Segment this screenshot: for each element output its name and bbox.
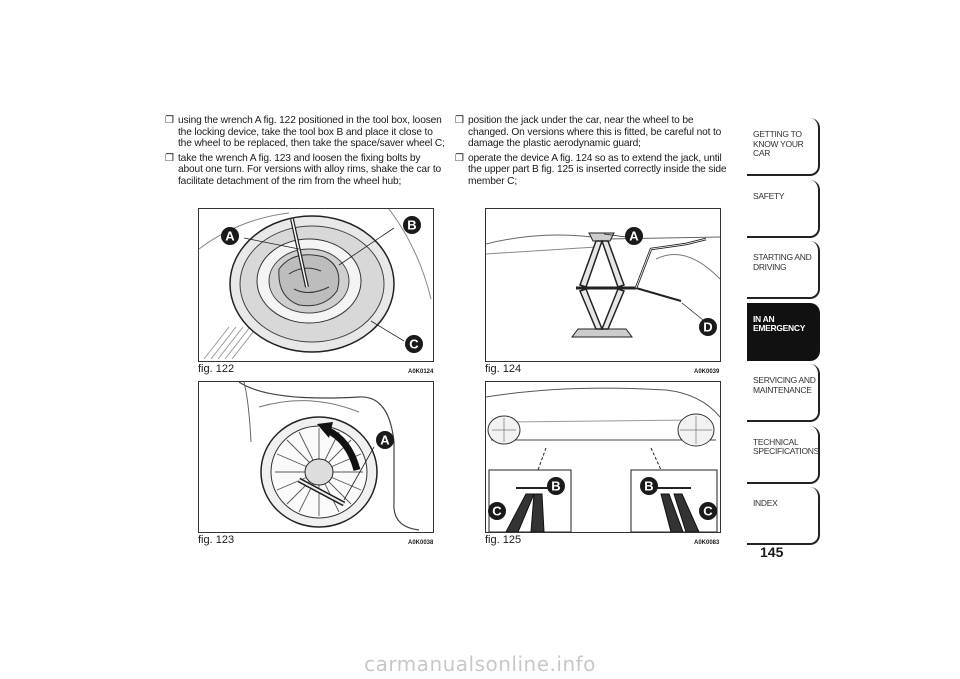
instruction-text: operate the device A fig. 124 so as to e… — [468, 152, 727, 187]
tab-label: SAFETY — [753, 190, 785, 201]
callout-a-marker — [625, 227, 643, 245]
figure-caption: fig. 122 — [198, 363, 235, 375]
callout-b-label: B — [407, 218, 416, 233]
left-instructions: ❐ using the wrench A fig. 122 positioned… — [165, 115, 445, 190]
callout-a-label: A — [629, 229, 639, 244]
figure-code: A0K0038 — [408, 540, 434, 546]
watermark: carmanualsonline.info — [364, 652, 596, 676]
callout-b-label: B — [644, 479, 653, 494]
tab-label: TECHNICAL SPECIFICATIONS — [753, 436, 820, 456]
instruction-bullet: ❐ operate the device A fig. 124 so as to… — [455, 153, 730, 188]
callout-c-label: C — [492, 504, 502, 519]
callout-c-label: C — [703, 504, 713, 519]
callout-c-marker — [699, 502, 717, 520]
callout-b-label: B — [551, 479, 560, 494]
callout-b-marker — [403, 216, 421, 234]
tab-label: INDEX — [753, 498, 778, 508]
tab-label: IN AN EMERGENCY — [753, 313, 806, 333]
checkbox-bullet-icon: ❐ — [455, 115, 464, 126]
chapter-tabs: GETTING TO KNOW YOUR CAR SAFETY STARTING… — [747, 118, 820, 549]
figure-124-jack: A D — [485, 208, 721, 362]
instruction-text: take the wrench A fig. 123 and loosen th… — [178, 152, 442, 187]
callout-a-label: A — [380, 433, 390, 448]
figure-code: A0K0039 — [694, 369, 720, 375]
instruction-bullet: ❐ using the wrench A fig. 122 positioned… — [165, 115, 445, 150]
figure-code: A0K0083 — [694, 540, 720, 546]
callout-c-label: C — [409, 337, 419, 352]
tab-technical-specifications[interactable]: TECHNICAL SPECIFICATIONS — [747, 425, 820, 484]
callout-b-marker — [547, 477, 565, 495]
tab-label: GETTING TO KNOW YOUR CAR — [753, 129, 804, 158]
tab-label: SERVICING AND MAINTENANCE — [753, 375, 816, 395]
callout-a-label: A — [225, 229, 235, 244]
right-instructions: ❐ position the jack under the car, near … — [455, 115, 730, 190]
tab-safety[interactable]: SAFETY — [747, 179, 820, 238]
tab-index[interactable]: INDEX — [747, 487, 820, 545]
figure-code: A0K0124 — [408, 369, 434, 375]
instruction-text: using the wrench A fig. 122 positioned i… — [178, 115, 445, 149]
tab-starting-and-driving[interactable]: STARTING AND DRIVING — [747, 241, 820, 299]
instruction-text: position the jack under the car, near th… — [468, 115, 722, 149]
figure-122-spare-wheel: A B C — [198, 208, 434, 362]
page-number: 145 — [760, 544, 784, 560]
callout-d-marker — [699, 318, 717, 336]
figure-caption: fig. 124 — [485, 363, 522, 375]
callout-c-marker — [488, 502, 506, 520]
instruction-bullet: ❐ position the jack under the car, near … — [455, 115, 730, 150]
figure-caption: fig. 123 — [198, 534, 235, 546]
instruction-bullet: ❐ take the wrench A fig. 123 and loosen … — [165, 153, 445, 188]
callout-a-marker — [376, 431, 394, 449]
checkbox-bullet-icon: ❐ — [165, 152, 174, 164]
figure-125-jack-points: B C B C — [485, 381, 721, 533]
figure-caption: fig. 125 — [485, 534, 522, 546]
tab-servicing-and-maintenance[interactable]: SERVICING AND MAINTENANCE — [747, 364, 820, 422]
tab-in-an-emergency[interactable]: IN AN EMERGENCY — [747, 302, 820, 361]
callout-c-marker — [405, 335, 423, 353]
checkbox-bullet-icon: ❐ — [165, 115, 174, 126]
callout-b-marker — [640, 477, 658, 495]
checkbox-bullet-icon: ❐ — [455, 152, 464, 164]
callout-a-marker — [221, 227, 239, 245]
callout-d-label: D — [703, 320, 712, 335]
figure-123-loosen-bolts: A — [198, 381, 434, 533]
tab-getting-to-know-your-car[interactable]: GETTING TO KNOW YOUR CAR — [747, 118, 820, 176]
tab-label: STARTING AND DRIVING — [753, 252, 812, 272]
